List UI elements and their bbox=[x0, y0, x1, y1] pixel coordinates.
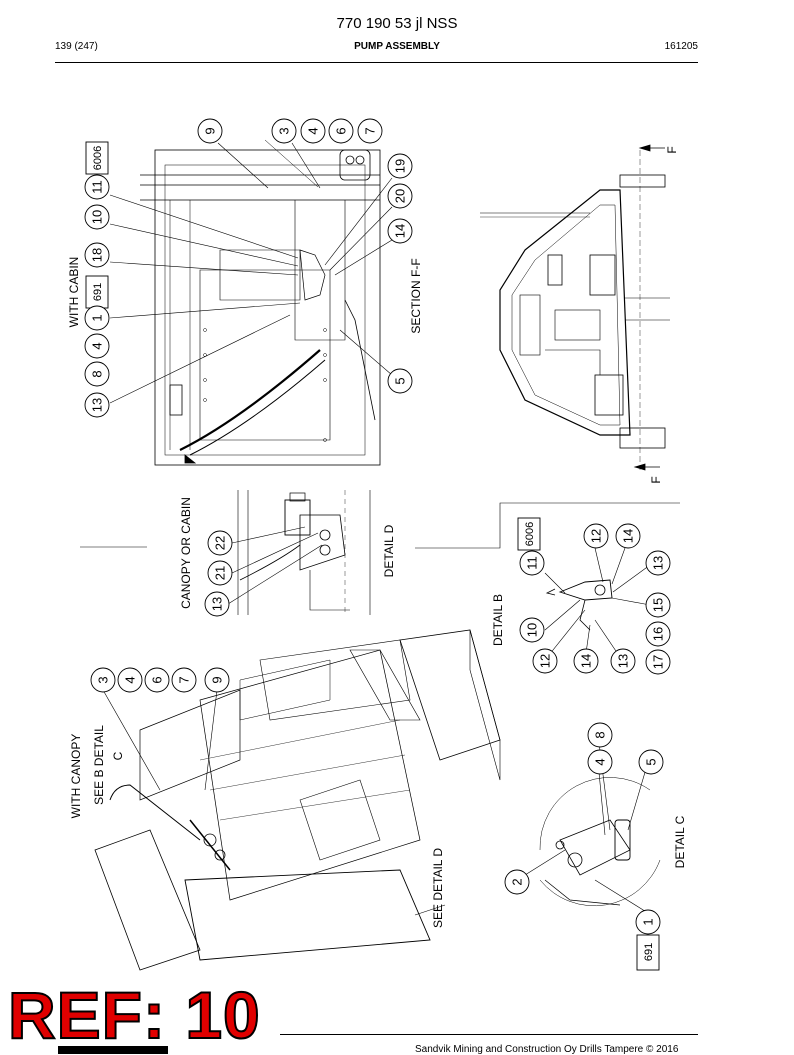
callout-14: 14 bbox=[579, 654, 594, 668]
label-detail-b: DETAIL B bbox=[491, 594, 505, 646]
label-see-c: C bbox=[111, 751, 125, 760]
date-code: 161205 bbox=[664, 41, 698, 52]
detail-b-leaders bbox=[544, 547, 651, 661]
detail-b-view bbox=[545, 579, 613, 631]
callout-13: 13 bbox=[210, 597, 225, 611]
callout-numbers: 9 3 4 6 7 19 20 14 5 6006 11 10 18 691 1… bbox=[90, 127, 666, 961]
callout-11: 11 bbox=[90, 180, 105, 194]
callout-7: 7 bbox=[177, 676, 192, 683]
detail-c-view bbox=[539, 777, 661, 907]
callout-8: 8 bbox=[90, 370, 105, 377]
callout-9: 9 bbox=[210, 676, 225, 683]
document-number: 770 190 53 jl NSS bbox=[336, 15, 458, 32]
with-canopy-leaders bbox=[102, 689, 446, 916]
callout-5: 5 bbox=[393, 377, 408, 384]
footer-copyright: Sandvik Mining and Construction Oy Drill… bbox=[415, 1044, 679, 1055]
callout-13: 13 bbox=[616, 654, 631, 668]
label-see-detail-d: SEE DETAIL D bbox=[431, 848, 445, 928]
label-detail-c: DETAIL C bbox=[673, 815, 687, 868]
label-with-cabin: WITH CABIN bbox=[67, 257, 81, 328]
callout-22: 22 bbox=[213, 536, 228, 550]
callout-14: 14 bbox=[393, 224, 408, 238]
detail-rule-right bbox=[415, 502, 680, 549]
label-detail-d: DETAIL D bbox=[382, 524, 396, 577]
callout-2: 2 bbox=[510, 878, 525, 885]
label-f-top: F bbox=[665, 146, 679, 153]
detail-c-leaders bbox=[516, 734, 649, 914]
callout-4: 4 bbox=[123, 676, 138, 683]
pump-assembly-drawing: 9 3 4 6 7 19 20 14 5 6006 11 10 18 691 1… bbox=[67, 118, 687, 971]
callout-18: 18 bbox=[90, 248, 105, 262]
callout-11: 11 bbox=[525, 556, 540, 570]
label-see-b-detail: SEE B DETAIL bbox=[92, 725, 106, 805]
callout-691: 691 bbox=[92, 283, 104, 301]
with-cabin-view bbox=[140, 139, 381, 466]
label-section-ff: SECTION F-F bbox=[409, 258, 423, 333]
callout-1: 1 bbox=[90, 314, 105, 321]
callout-4: 4 bbox=[593, 758, 608, 765]
callout-6006: 6006 bbox=[92, 146, 104, 170]
callout-8: 8 bbox=[593, 731, 608, 738]
callout-9: 9 bbox=[203, 127, 218, 134]
callout-17: 17 bbox=[651, 655, 666, 669]
callout-10: 10 bbox=[90, 210, 105, 224]
callout-4: 4 bbox=[306, 127, 321, 134]
callout-691: 691 bbox=[643, 943, 655, 961]
section-ff-view bbox=[480, 144, 670, 471]
callout-1: 1 bbox=[641, 918, 656, 925]
callout-5: 5 bbox=[644, 758, 659, 765]
callout-6: 6 bbox=[334, 127, 349, 134]
callout-7: 7 bbox=[363, 127, 378, 134]
callout-4: 4 bbox=[90, 342, 105, 349]
callouts bbox=[84, 118, 671, 971]
callout-21: 21 bbox=[213, 566, 228, 580]
callout-15: 15 bbox=[651, 598, 666, 612]
page-reference: 139 (247) bbox=[55, 41, 98, 52]
callout-12: 12 bbox=[589, 529, 604, 543]
footer-rule bbox=[280, 1034, 698, 1035]
callout-19: 19 bbox=[393, 159, 408, 173]
section-title: PUMP ASSEMBLY bbox=[354, 41, 440, 52]
label-with-canopy: WITH CANOPY bbox=[69, 734, 83, 819]
callout-14: 14 bbox=[621, 529, 636, 543]
callout-13: 13 bbox=[90, 398, 105, 412]
callout-10: 10 bbox=[525, 623, 540, 637]
callout-3: 3 bbox=[277, 127, 292, 134]
header-rule bbox=[55, 62, 698, 63]
with-cabin-leaders bbox=[109, 142, 393, 404]
callout-6: 6 bbox=[150, 676, 165, 683]
callout-3: 3 bbox=[96, 676, 111, 683]
label-canopy-or-cabin: CANOPY OR CABIN bbox=[179, 497, 193, 609]
company-logo bbox=[58, 1046, 168, 1054]
with-canopy-view bbox=[94, 629, 501, 971]
ref-stamp: REF: 10 bbox=[7, 978, 261, 1052]
label-f-bottom: F bbox=[649, 476, 663, 483]
detail-d-leaders bbox=[227, 526, 323, 605]
detail-d-view bbox=[237, 490, 371, 615]
callout-6006: 6006 bbox=[524, 522, 536, 546]
callout-16: 16 bbox=[651, 627, 666, 641]
callout-20: 20 bbox=[393, 189, 408, 203]
callout-13: 13 bbox=[651, 556, 666, 570]
view-labels: WITH CABIN SECTION F-F F F CANOPY OR CAB… bbox=[67, 146, 687, 928]
callout-12: 12 bbox=[538, 654, 553, 668]
